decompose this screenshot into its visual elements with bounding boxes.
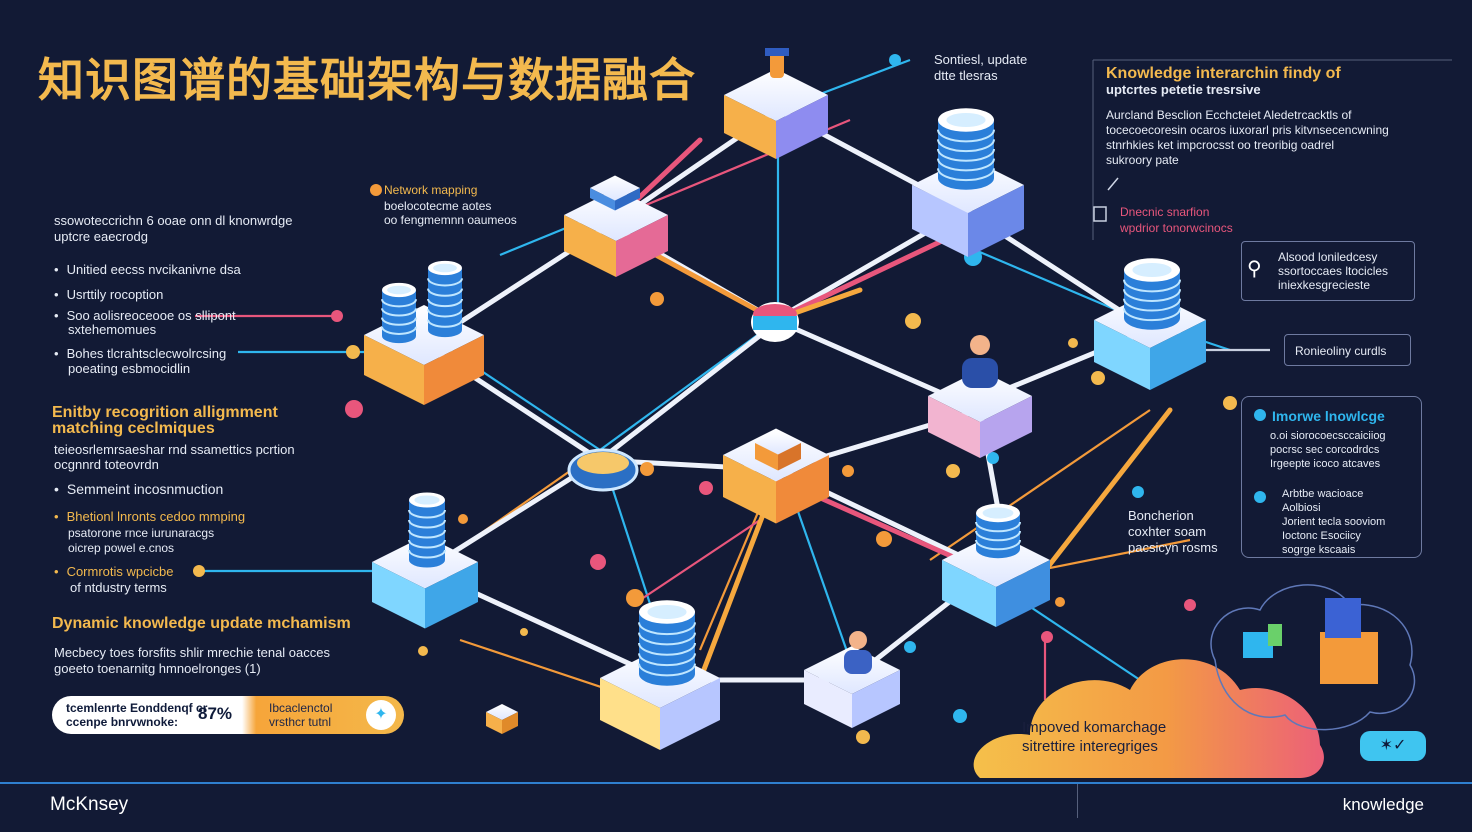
right-para-line: stnrhkies ket impcrocsst oo treoribig oa… [1106, 138, 1335, 152]
graph-dots [193, 54, 1237, 744]
pill-left-line-2: ccenpe bnrvwnoke: [66, 715, 179, 729]
database-nodes [381, 108, 1181, 686]
pill-value: 87% [198, 704, 233, 723]
panel-item: o.oi siorocoecsccaiciiog [1270, 430, 1386, 442]
solar-panel-icon [590, 175, 640, 211]
left-bullet: Soo aolisreoceooe os sllipont [54, 308, 236, 324]
pill-right-line-1: Ibcaclenctol [269, 701, 333, 715]
left-bullet: Bohes tlcrahtsclecwolrcsing [54, 346, 227, 362]
pill-right-line-2: vrsthcr tutnl [269, 715, 332, 729]
database-left-1 [381, 282, 417, 344]
top-note-line-2: dtte tlesras [934, 68, 998, 83]
right-subheading: uptcrtes petetie tresrsive [1106, 82, 1261, 97]
dynamic-section-sub: wpdrior tonorwcinocs [1120, 221, 1233, 235]
magnifier-icon: ⚲ [1247, 258, 1262, 280]
left-bullet-highlight: Bhetionl lnronts cedoo mmping [54, 509, 246, 525]
bottom-right-label: coxhter soam [1128, 524, 1207, 539]
section-heading-dynamic: Dynamic knowledge update mchamism [52, 615, 351, 632]
left-bullet-sub: psatorone rnce iurunaracgs [68, 526, 215, 540]
entity-para-line: ocgnnrd toteovrdn [54, 457, 159, 472]
dynamic-para-line: Mecbecy toes forsfits shlir mrechie tena… [54, 645, 330, 660]
dynamic-section-label: Dnecnic snarfion [1120, 205, 1210, 219]
right-para-line: Aurcland Besclion Ecchcteiet Aledetrcack… [1106, 108, 1352, 122]
box-nodes [364, 69, 1206, 750]
left-bullet: Semmeint incosnmuction [54, 481, 223, 497]
info-box-small-label: Ronieoliny curdls [1295, 344, 1387, 358]
panel-item: Irgeepte icoco atcaves [1270, 458, 1381, 470]
database-right [1123, 258, 1181, 330]
left-intro-line-1: ssowoteccrichn 6 ooae onn dl knonwrdge [54, 213, 293, 228]
database-bottom [638, 600, 696, 686]
bottom-right-label: pacsicyn rosms [1128, 540, 1218, 555]
right-para-line: tocecoecoresin ocaros iuxorarl pris kitv… [1106, 123, 1389, 137]
left-bullet-sub: of ntdustry terms [70, 580, 167, 595]
database-upper-right [937, 108, 995, 190]
panel-item: Ioctonc Esociicy [1282, 530, 1361, 542]
left-bullet: Usrttily rocoption [54, 287, 164, 303]
section-heading-entity: Enitby recogrition alligmment [52, 404, 278, 421]
server-cloud-outline [1210, 584, 1416, 731]
central-hub-node [751, 302, 799, 342]
left-bullet: Unitied eecss nvcikanivne dsa [54, 262, 241, 278]
footer-vertical-divider [1077, 784, 1078, 818]
chat-bubble-icon: ✶✓ [1360, 731, 1426, 761]
brand-logo-text: McKnsey [50, 794, 129, 815]
panel-dot-icon-2 [1254, 491, 1266, 503]
panel-item: Jorient tecla sooviom [1282, 516, 1386, 528]
panel-heading-2: Arbtbe wacioace [1282, 488, 1364, 500]
box-node-mid-right [928, 370, 1032, 458]
footer-divider [0, 782, 1472, 784]
network-mapping-label: Network mapping [384, 183, 478, 197]
colored-edges [607, 137, 1173, 683]
server-stack-icon [1243, 598, 1378, 684]
info-box-small: Ronieoliny curdls [1284, 334, 1411, 366]
left-bullet-sub: sxtehemomues [68, 322, 157, 337]
panel-heading: Imorwe lnowlcge [1272, 408, 1385, 424]
info-box-knowledge: ⚲ Alsood loniledcesy ssortoccaes ltocicl… [1241, 241, 1415, 301]
dynamic-para-line: goeeto toenarnitg hmnoelronges (1) [54, 661, 261, 676]
network-mapping-sub: boelocotecme aotes [384, 199, 492, 213]
left-bullet-highlight: Cormrotis wpcicbe [54, 564, 174, 580]
right-para-line: sukroory pate [1106, 153, 1179, 167]
stat-pill: tcemlenrte Eonddenqf cr ccenpe bnrvwnoke… [52, 696, 404, 734]
disc-node [567, 448, 639, 492]
database-lower-left [408, 492, 446, 568]
info-box-line: iniexkesgrecieste [1278, 278, 1371, 292]
right-heading: Knowledge interarchin findy of [1106, 65, 1341, 82]
info-box-line: ssortoccaes ltocicles [1278, 264, 1389, 278]
database-lower-right [975, 503, 1021, 559]
user-figure-top [765, 48, 789, 78]
person-node-2 [844, 631, 872, 674]
panel-heading-2: Aolbiosi [1282, 502, 1321, 514]
box-node-center [723, 428, 829, 524]
page-title: 知识图谱的基础架构与数据融合 [38, 53, 696, 107]
info-box-line: Alsood loniledcesy [1278, 250, 1378, 264]
left-bullet-sub: poeating esbmocidlin [68, 361, 191, 376]
small-cube-icon [486, 704, 518, 734]
cloud-text-line-1: Impoved komarchage [1022, 719, 1167, 736]
package-icon [755, 431, 801, 471]
left-bullet-sub: oicrep powel e.cnos [68, 541, 175, 555]
improve-knowledge-panel: Imorwe lnowlcge o.oi siorocoecsccaiciiog… [1241, 396, 1422, 558]
database-left-2 [427, 260, 463, 338]
box-node-top [724, 69, 828, 159]
top-note-line-1: Sontiesl, update [934, 52, 1028, 67]
left-intro-line-2: uptcre eaecrodg [54, 229, 148, 244]
box-node-lower-right [942, 533, 1050, 627]
panel-item: pocrsc sec corcodrdcs [1270, 444, 1380, 456]
bird-icon: ✦ [366, 700, 396, 730]
panel-dot-icon [1254, 409, 1266, 421]
network-mapping-sub: oo fengmemnn oaumeos [384, 213, 517, 227]
panel-item: sogrge kscaais [1282, 544, 1356, 556]
person-node-1 [962, 335, 998, 388]
cloud-text-line-2: sitrettire interegriges [1022, 738, 1158, 755]
box-node-upper-left [564, 189, 668, 277]
cloud-shape [973, 659, 1324, 778]
section-heading-entity-2: matching ceclmiques [52, 420, 215, 437]
pill-left-line-1: tcemlenrte Eonddenqf cr [66, 701, 208, 715]
entity-para-line: teieosrlemrsaeshar rnd ssamettics pcrtio… [54, 442, 295, 457]
bottom-right-label: Boncherion [1128, 508, 1194, 523]
footer-right-label: knowledge [1342, 795, 1424, 814]
